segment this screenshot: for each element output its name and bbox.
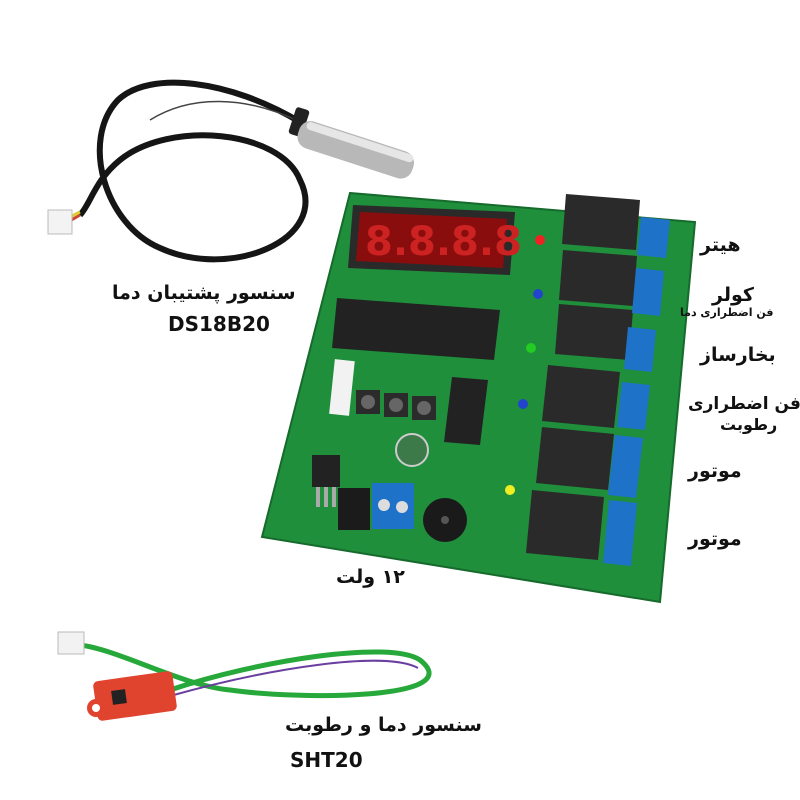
voltage-regulator — [312, 455, 340, 487]
ds18b20-probe — [47, 79, 415, 263]
relay-label-cooler: کولر — [712, 284, 754, 306]
svg-text:8.8.8.8: 8.8.8.8 — [365, 219, 522, 265]
relay-label-heater: هیتر — [700, 234, 741, 256]
probe-sensor-model: DS18B20 — [168, 312, 270, 336]
ic2-chip — [444, 377, 488, 445]
capacitor — [395, 433, 429, 467]
led-blue — [533, 289, 543, 299]
controller-pcb: 8.8.8.8 — [260, 191, 697, 604]
relay-label-motor-1: موتور — [688, 460, 742, 482]
probe-sensor-label: سنسور پشتیبان دما — [112, 282, 296, 304]
relay-sublabel-fan: رطوبت — [720, 415, 778, 434]
dc-jack — [338, 488, 370, 530]
relay-label-motor-2: موتور — [688, 528, 742, 550]
relay-label-fan: فن اضطراری — [688, 394, 800, 414]
power-label: ۱۲ ولت — [336, 566, 405, 588]
relay-label-steam: بخارساز — [700, 344, 776, 366]
relay-sublabel-cooler: فن اضطراری دما — [680, 306, 774, 319]
humidity-sensor-label: سنسور دما و رطوبت — [285, 714, 482, 736]
led-blue-2 — [518, 399, 528, 409]
led-green — [526, 343, 536, 353]
push-buttons — [356, 390, 436, 420]
led-red — [535, 235, 545, 245]
connector-cn8 — [329, 359, 355, 416]
led-yellow — [505, 485, 515, 495]
relays — [526, 194, 640, 560]
humidity-sensor-model: SHT20 — [290, 748, 363, 772]
relay-terminals — [603, 217, 670, 566]
microcontroller-chip — [332, 298, 500, 360]
seven-segment-display: 8.8.8.8 — [348, 205, 522, 275]
sht20-sensor — [57, 631, 432, 721]
